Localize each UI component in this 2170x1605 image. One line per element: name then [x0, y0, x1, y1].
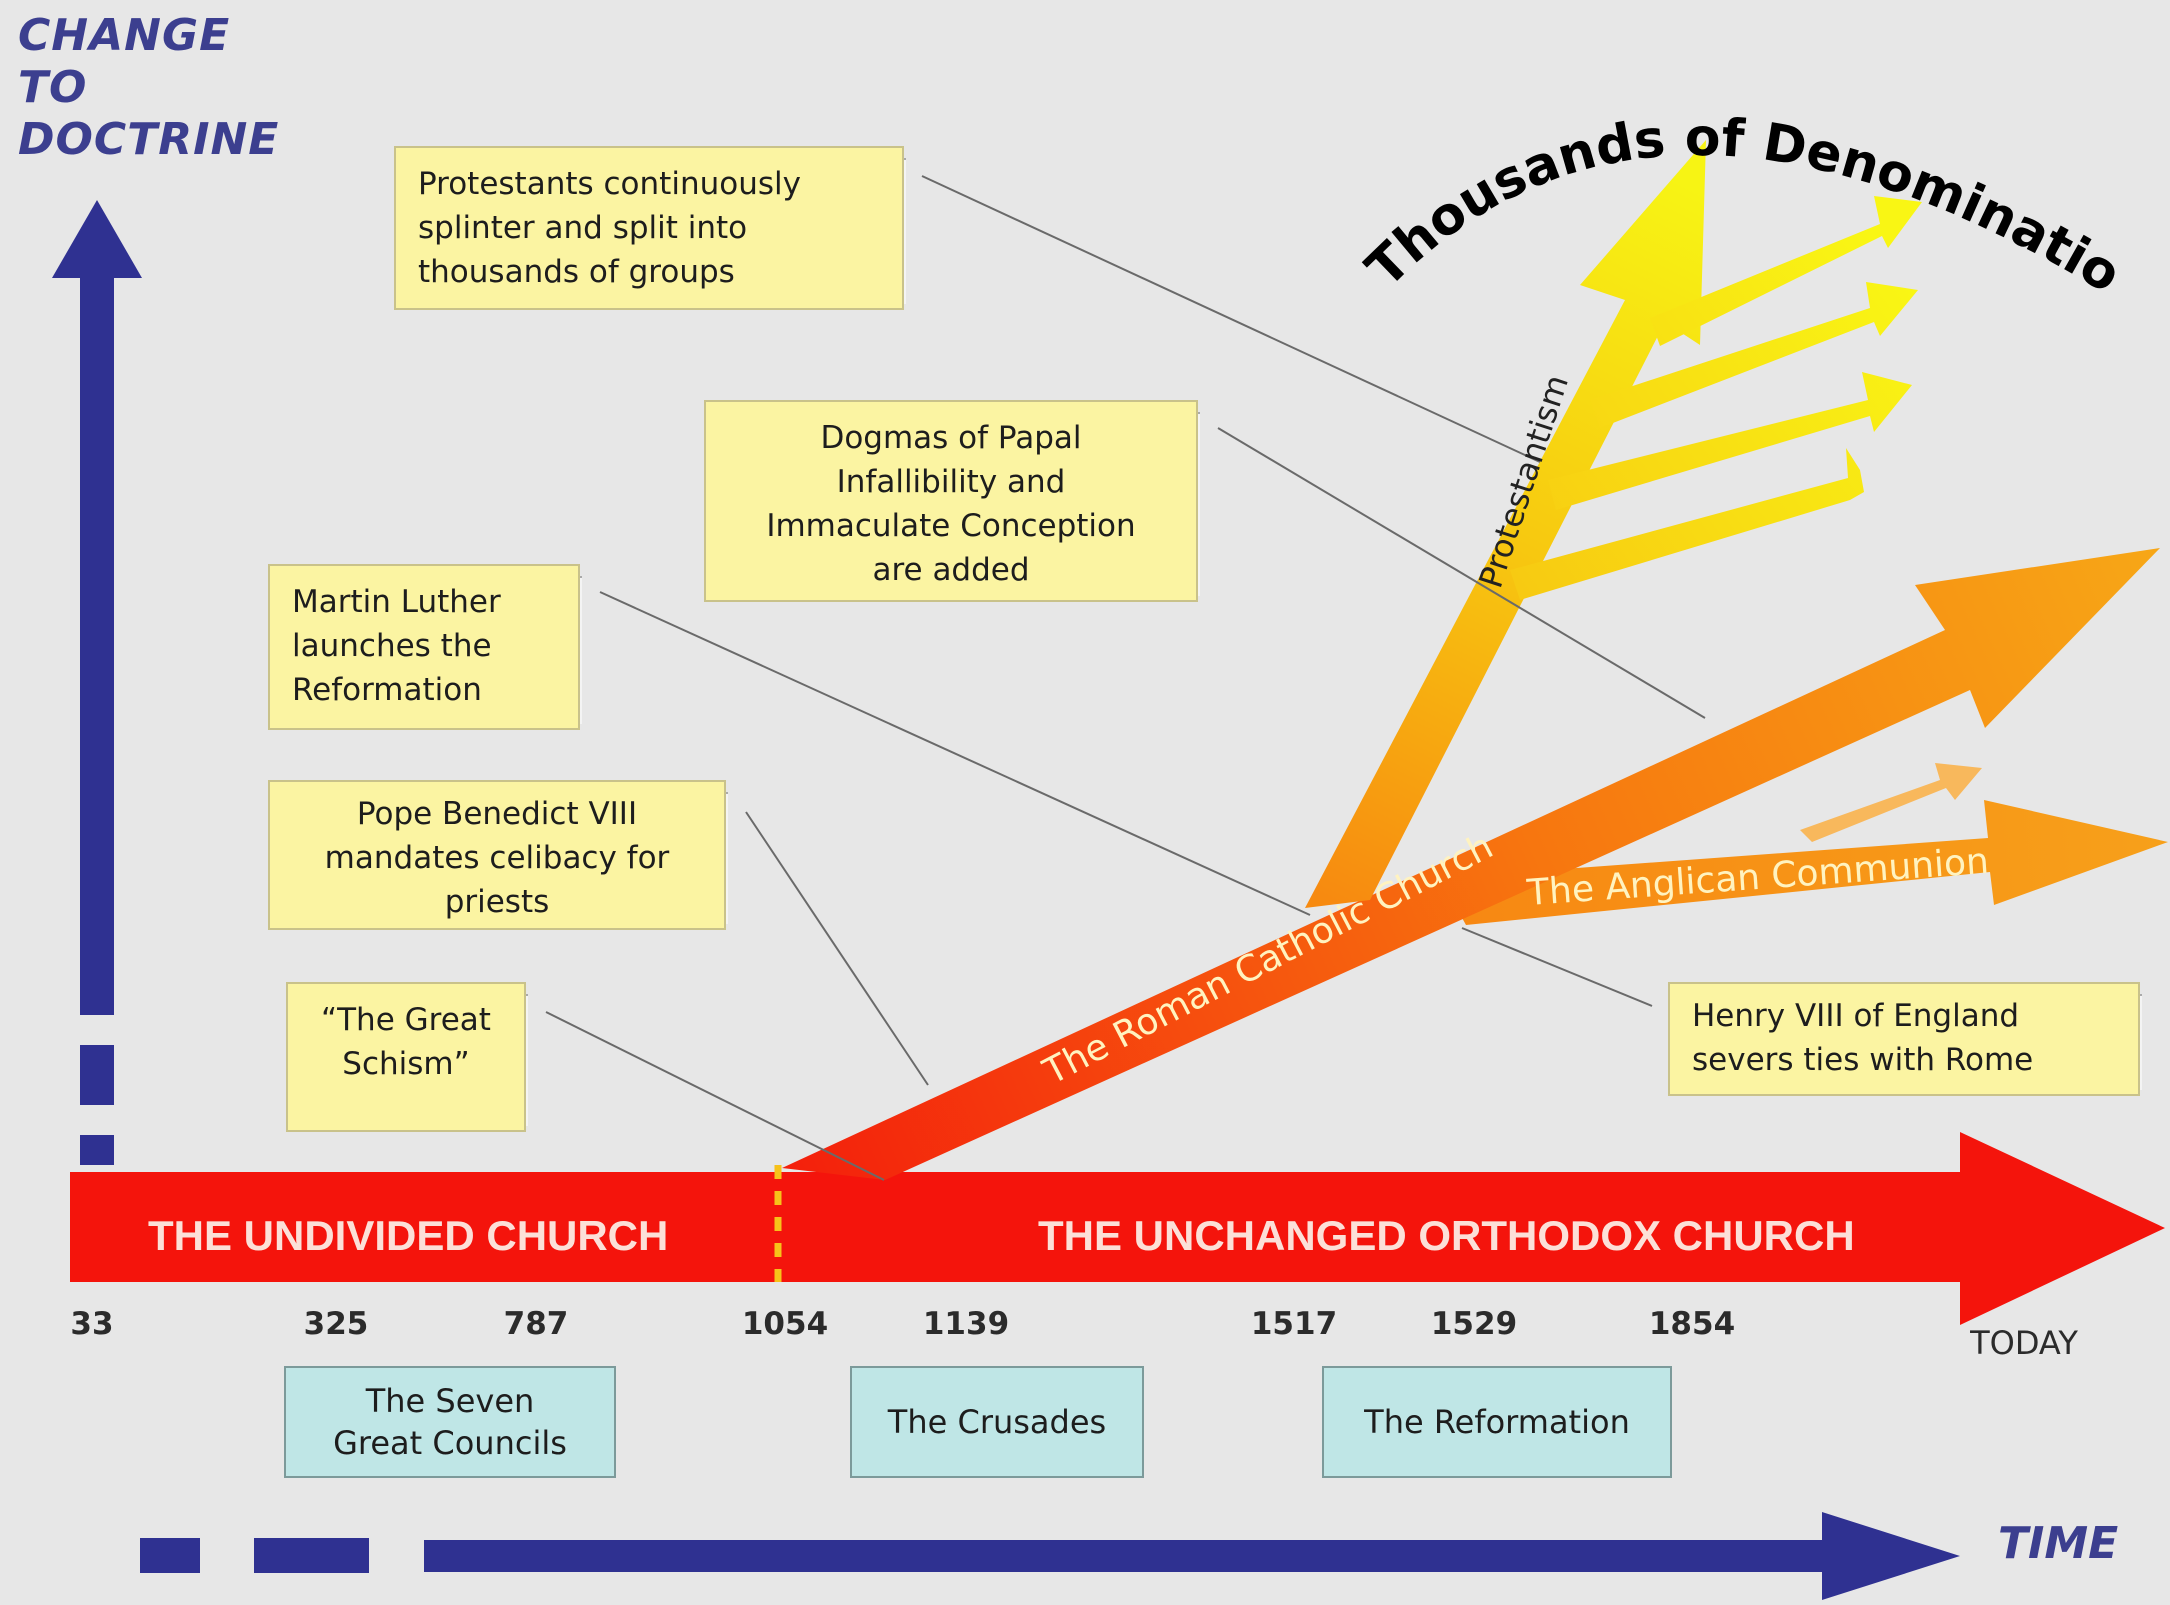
note-henry-viii: Henry VIII of England severs ties with R…	[1668, 982, 2140, 1096]
doctrine-axis-label-line-1: CHANGE	[18, 10, 231, 61]
note-great-schism: “The Great Schism”	[286, 982, 526, 1132]
roman-catholic-label: The Roman Catholic Church	[1036, 826, 1499, 1094]
year-33: 33	[70, 1306, 114, 1342]
note-pope-benedict: Pope Benedict VIII mandates celibacy for…	[268, 780, 726, 930]
doctrine-axis-label-line-2: TO	[18, 62, 88, 113]
year-787: 787	[503, 1306, 569, 1342]
year-1854: 1854	[1648, 1306, 1736, 1342]
anglican-branch-arrow	[1440, 800, 2168, 925]
time-axis-arrow	[140, 1512, 1960, 1600]
period-crusades: The Crusades	[850, 1366, 1144, 1478]
doctrine-axis-arrow	[52, 200, 142, 1165]
undivided-church-label: THE UNDIVIDED CHURCH	[148, 1212, 668, 1259]
note-protestants-splinter: Protestants continuously splinter and sp…	[394, 146, 904, 310]
note-martin-luther: Martin Luther launches the Reformation	[268, 564, 580, 730]
protestantism-branch-arrows	[1305, 140, 1922, 908]
anglican-sub-arrow	[1800, 763, 1982, 842]
doctrine-axis-label: CHANGE TO DOCTRINE	[18, 10, 279, 166]
orthodox-church-label: THE UNCHANGED ORTHODOX CHURCH	[1038, 1212, 1855, 1259]
note-papal-dogmas: Dogmas of Papal Infallibility and Immacu…	[704, 400, 1198, 602]
year-325: 325	[303, 1306, 369, 1342]
time-axis-label: TIME	[1998, 1518, 2119, 1569]
year-1517: 1517	[1250, 1306, 1338, 1342]
year-1054: 1054	[741, 1306, 829, 1342]
doctrine-axis-label-line-3: DOCTRINE	[18, 114, 280, 165]
connector-lines	[545, 175, 1706, 1181]
main-church-arrow	[70, 1132, 2165, 1325]
roman-catholic-branch-arrow	[782, 548, 2160, 1180]
year-1139: 1139	[922, 1306, 1010, 1342]
year-today: TODAY	[1970, 1324, 2078, 1362]
period-seven-councils: The Seven Great Councils	[284, 1366, 616, 1478]
period-reformation: The Reformation	[1322, 1366, 1672, 1478]
year-1529: 1529	[1430, 1306, 1518, 1342]
